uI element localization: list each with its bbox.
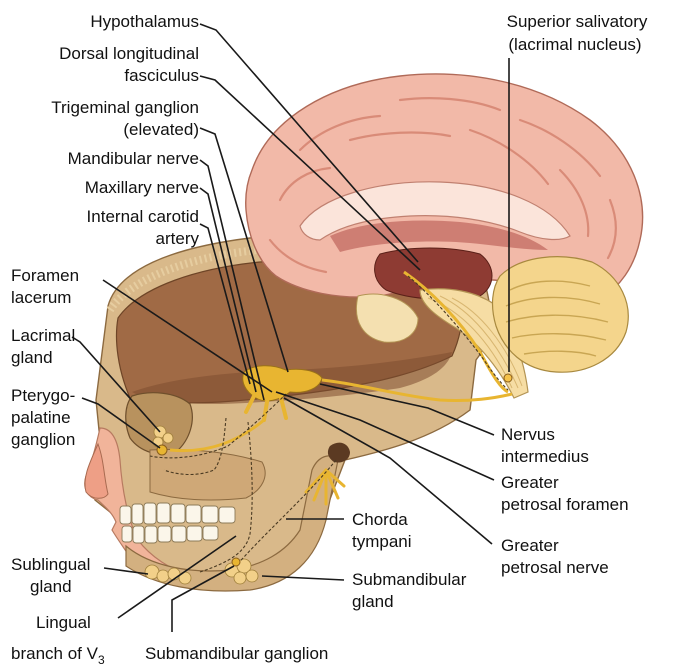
label-sublingual: Sublingual	[11, 555, 90, 574]
label-submandibular-gland: gland	[352, 592, 394, 611]
label-greater-gpn: Greater	[501, 536, 559, 555]
label-elevated: (elevated)	[123, 120, 199, 139]
label-ganglion: ganglion	[11, 430, 75, 449]
label-mandibular-nerve: Mandibular nerve	[68, 149, 199, 168]
label-intermedius: intermedius	[501, 447, 589, 466]
label-lacrimal-gland: gland	[11, 348, 53, 367]
label-greater-gpf: Greater	[501, 473, 559, 492]
label-internal-carotid: Internal carotid	[87, 207, 199, 226]
submandibular-ganglion-dot	[232, 558, 240, 566]
label-petrosal-nerve: petrosal nerve	[501, 558, 609, 577]
label-foramen: Foramen	[11, 266, 79, 285]
label-submandibular-ganglion: Submandibular ganglion	[145, 644, 328, 663]
label-tympani: tympani	[352, 532, 412, 551]
external-ear-canal	[328, 443, 350, 463]
label-lingual: Lingual	[36, 613, 91, 632]
label-branch-of-v3: branch of V3	[11, 644, 105, 667]
label-dorsal-longitudinal: Dorsal longitudinal	[59, 44, 199, 63]
label-maxillary-nerve: Maxillary nerve	[85, 178, 199, 197]
label-palatine: palatine	[11, 408, 71, 427]
label-lacrimal-nucleus: (lacrimal nucleus)	[508, 35, 641, 54]
label-nervus: Nervus	[501, 425, 555, 444]
label-sublingual-gland: gland	[30, 577, 72, 596]
label-lacrimal: Lacrimal	[11, 326, 75, 345]
label-artery: artery	[156, 229, 200, 248]
superior-salivatory-nucleus-dot	[504, 374, 512, 382]
label-superior-salivatory: Superior salivatory	[507, 12, 648, 31]
label-chorda: Chorda	[352, 510, 408, 529]
label-trigeminal-ganglion: Trigeminal ganglion	[51, 98, 199, 117]
label-hypothalamus: Hypothalamus	[90, 12, 199, 31]
label-petrosal-foramen: petrosal foramen	[501, 495, 629, 514]
label-submandibular: Submandibular	[352, 570, 467, 589]
label-lacerum: lacerum	[11, 288, 71, 307]
label-pterygo: Pterygo-	[11, 386, 75, 405]
label-fasciculus: fasciculus	[124, 66, 199, 85]
